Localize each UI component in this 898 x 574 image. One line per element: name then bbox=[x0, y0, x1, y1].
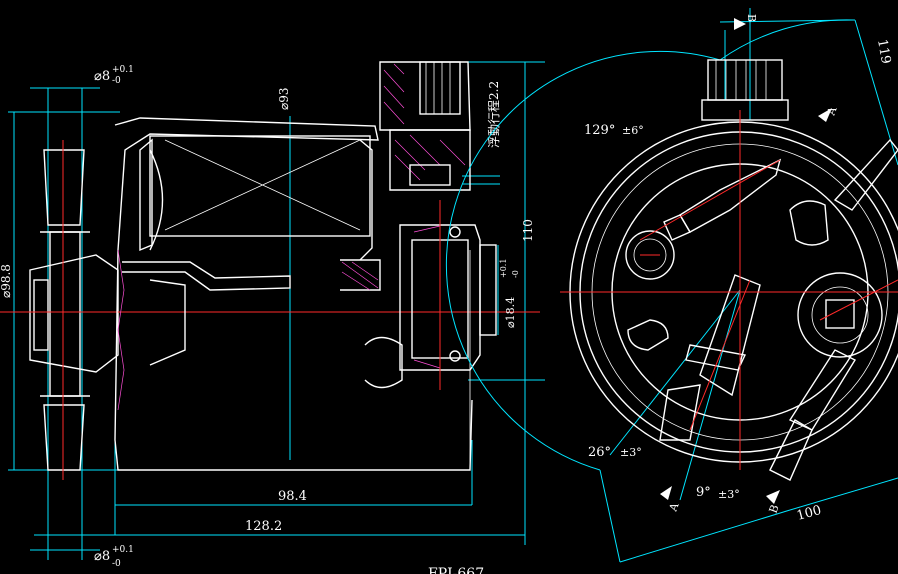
dim-d8-bottom-tol-upper: +0.1 bbox=[112, 545, 134, 555]
dim-d8-top-tol-upper: +0.1 bbox=[112, 65, 134, 75]
dim-d18-4-tol-upper: +0.1 bbox=[499, 259, 508, 278]
top-view-dimensions: 129° ±6° 26° ±3° 9° ±3° 119 100 A A B B bbox=[584, 14, 893, 524]
angle-9-tol: ±3° bbox=[718, 488, 740, 501]
angle-129: 129° bbox=[584, 123, 615, 138]
dim-stroke: 浮動行程2.2 bbox=[486, 81, 501, 148]
dim-w128-2: 128.2 bbox=[245, 519, 282, 534]
section-mark-a-bottom: A bbox=[666, 500, 682, 514]
side-view bbox=[0, 61, 545, 560]
dim-d18-4: ⌀18.4 bbox=[504, 297, 517, 328]
top-view bbox=[445, 8, 898, 563]
dim-w98-4: 98.4 bbox=[278, 489, 307, 504]
dim-d18-4-tol-lower: -0 bbox=[511, 270, 520, 278]
section-arrow-a-bottom bbox=[660, 486, 672, 500]
dim-d8-top-tol-lower: -0 bbox=[112, 76, 121, 86]
dim-r119: 119 bbox=[874, 38, 893, 65]
section-arrow-a-top bbox=[818, 108, 832, 122]
dim-d8-bottom-tol-lower: -0 bbox=[112, 559, 121, 569]
angle-129-tol: ±6° bbox=[622, 124, 644, 137]
side-view-dimensions: ⌀8 +0.1 -0 ⌀98.8 ⌀93 浮動行程2.2 110 ⌀18.4 +… bbox=[0, 65, 535, 574]
dim-r100: 100 bbox=[795, 503, 823, 524]
dim-d8-bottom: ⌀8 bbox=[94, 549, 110, 564]
dim-d8-top: ⌀8 bbox=[94, 69, 110, 84]
section-arrow-b-top bbox=[734, 18, 746, 30]
section-mark-b-bottom: B bbox=[767, 503, 782, 515]
angle-9: 9° bbox=[696, 485, 711, 500]
part-label: FPI-667 bbox=[428, 566, 484, 574]
section-arrow-b-bottom bbox=[766, 490, 780, 504]
dim-d93: ⌀93 bbox=[277, 88, 291, 111]
dim-h110: 110 bbox=[521, 219, 535, 242]
section-mark-b-top: B bbox=[745, 14, 758, 22]
dim-d98-8: ⌀98.8 bbox=[0, 264, 13, 298]
angle-26: 26° bbox=[588, 445, 611, 460]
angle-26-tol: ±3° bbox=[620, 446, 642, 459]
